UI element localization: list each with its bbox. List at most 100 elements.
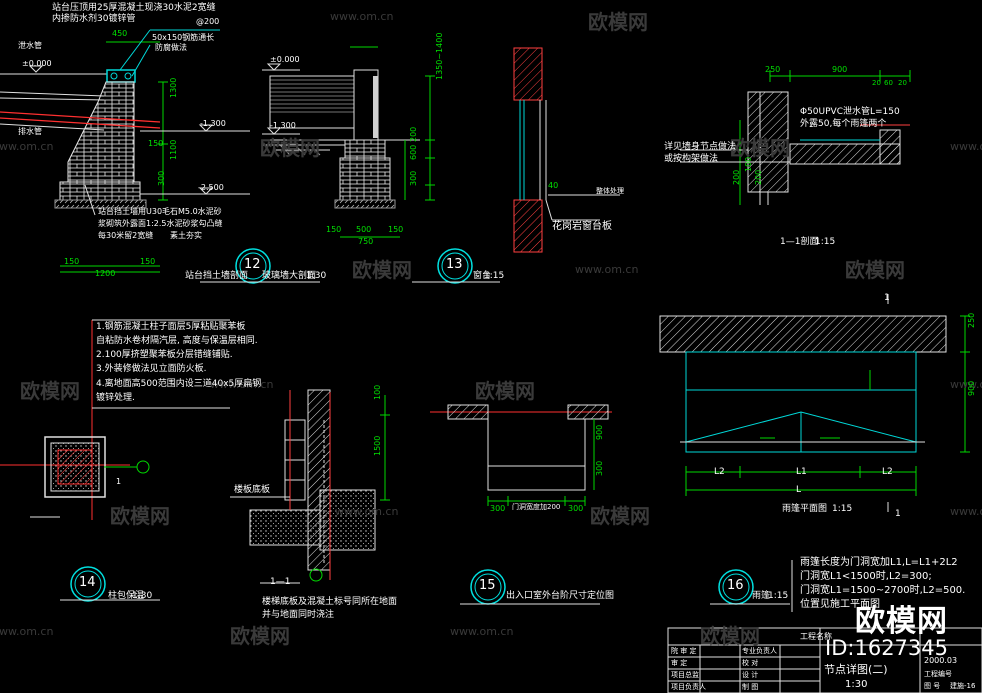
watermark-url: www.om.cn	[950, 378, 982, 391]
note: 整体处理	[596, 187, 624, 195]
section-label: 1—1剖面	[780, 237, 819, 247]
titleblock-date: 2000.03	[924, 656, 958, 665]
dimension: 900	[967, 380, 976, 396]
label: 楼板底板	[234, 485, 271, 495]
watermark-logo: 欧模网	[110, 504, 170, 528]
dimension: 300	[157, 170, 166, 186]
watermark-url: www.om.cn	[950, 505, 982, 518]
note: 素土夯实	[170, 231, 202, 240]
dimension: 200	[732, 169, 741, 185]
note: 门洞宽L1<1500时,L2=300;	[800, 571, 932, 582]
plan-scale: 1:15	[832, 504, 853, 514]
dimension: 300	[490, 504, 506, 513]
detail-title: 雨篷	[752, 591, 771, 601]
note: 每30米留2宽缝	[98, 231, 154, 240]
section-mark: 1	[116, 477, 122, 486]
watermark-url: www.om.cn	[0, 625, 54, 638]
dimension: 900	[832, 65, 848, 74]
detail-14-column	[0, 319, 230, 602]
detail-number: 15	[479, 578, 496, 593]
dimension: 900	[595, 424, 604, 440]
dimension: 150	[64, 257, 80, 266]
dimension: L2	[882, 467, 893, 477]
detail-scale: 1:15	[484, 271, 505, 281]
detail-title: 柱包保温	[108, 591, 145, 601]
titleblock-cell: 制 图	[742, 683, 759, 691]
watermark-url: www.om.cn	[950, 140, 982, 153]
dimension: 300	[595, 460, 604, 476]
note: 防腐做法	[155, 43, 187, 52]
watermark-logo: 欧模网	[260, 136, 320, 160]
dimension: 300	[409, 170, 418, 186]
watermark-url: www.om.cn	[450, 625, 514, 638]
detail-title: 出入口室外台阶尺寸定位图	[506, 591, 615, 601]
dimension: L1	[796, 467, 807, 477]
titleblock-cell: 工程名称	[800, 632, 832, 641]
detail-scale: 1:15	[768, 591, 789, 601]
detail-16-canopy	[659, 294, 970, 612]
dimension: 40	[548, 181, 559, 190]
watermark-logo: 欧模网	[590, 504, 650, 528]
titleblock-sheet: 建施-16	[950, 682, 976, 690]
label: 排水管	[18, 127, 42, 136]
dimension: 1300	[169, 77, 178, 98]
detail-title: 站台挡土墙剖面	[185, 271, 249, 281]
brand-id: ID:1627345	[825, 636, 948, 660]
detail-number: 16	[727, 578, 744, 593]
dimension: 20	[872, 79, 881, 87]
note: 50x150钢筋通长	[152, 33, 215, 42]
elevation: -1.300	[270, 121, 296, 130]
dimension: 500	[356, 225, 372, 234]
note: 外露50,每个雨篷两个	[800, 119, 887, 129]
detail-scale: 1:30	[306, 271, 327, 281]
note: Φ50UPVC泄水管L=150	[800, 107, 900, 117]
watermark-url: www.om.cn	[335, 505, 399, 518]
dimension: 1350~1400	[435, 32, 444, 80]
titleblock-cell: 项目负责人	[671, 683, 706, 691]
watermark-logo: 欧模网	[730, 136, 790, 160]
section-scale: 1:15	[815, 237, 836, 247]
titleblock-cell: 项目总监	[671, 671, 699, 679]
note: 雨篷长度为门洞宽加L1,L=L1+2L2	[800, 557, 958, 568]
detail-12-retaining-wall	[0, 29, 320, 284]
label: 泄水管	[18, 41, 42, 50]
note: 门洞宽L1=1500~2700时,L2=500.	[800, 585, 966, 596]
note: 浆砌筑外露面1:2.5水泥砂浆勾凸缝	[98, 219, 223, 228]
titleblock-cell: 校 对	[742, 659, 759, 667]
plan-label: 雨篷平面图	[782, 504, 828, 514]
dimension: 750	[358, 237, 374, 246]
watermark-url: www.om.cn	[330, 10, 394, 23]
title-block	[667, 627, 982, 693]
dimension: 60	[884, 79, 893, 87]
dimension: L	[796, 485, 802, 495]
watermark-logo: 欧模网	[845, 258, 905, 282]
dimension: 450	[112, 29, 128, 38]
dimension: 150	[326, 225, 342, 234]
section-mark: 1	[895, 509, 901, 519]
note: @200	[196, 17, 220, 26]
note: 内掺防水剂30镀锌管	[52, 14, 136, 24]
detail-number: 12	[244, 257, 261, 272]
note: 1.钢筋混凝土柱子面层5厚粘贴聚苯板	[96, 322, 246, 332]
dimension: 150	[388, 225, 404, 234]
elevation: ±0.000	[22, 59, 52, 68]
label: 门洞宽度加200	[512, 503, 561, 511]
watermark-url: www.om.cn	[575, 263, 639, 276]
titleblock-scale: 1:30	[845, 679, 868, 690]
note: 3.外装修做法见立面防火板.	[96, 364, 207, 374]
note: 详见墙身节点做法	[664, 142, 737, 152]
watermark-logo: 欧模网	[20, 379, 80, 403]
elevation: -1.300	[200, 119, 226, 128]
note: 站台压顶用25厚混凝土现浇30水泥2宽缝	[52, 3, 216, 13]
watermark-logo: 欧模网	[230, 624, 290, 648]
titleblock-cell: 院 审 定	[671, 647, 697, 655]
note: 自粘防水卷材隔汽层, 高度与保温层相同.	[96, 336, 258, 346]
titleblock-cell: 图 号	[924, 682, 941, 690]
detail-13-window-sill	[513, 47, 620, 253]
titleblock-cell: 设 计	[742, 671, 759, 679]
dimension: 250	[765, 65, 781, 74]
elevation: -2.500	[198, 183, 224, 192]
watermark-logo: 欧模网	[352, 258, 412, 282]
